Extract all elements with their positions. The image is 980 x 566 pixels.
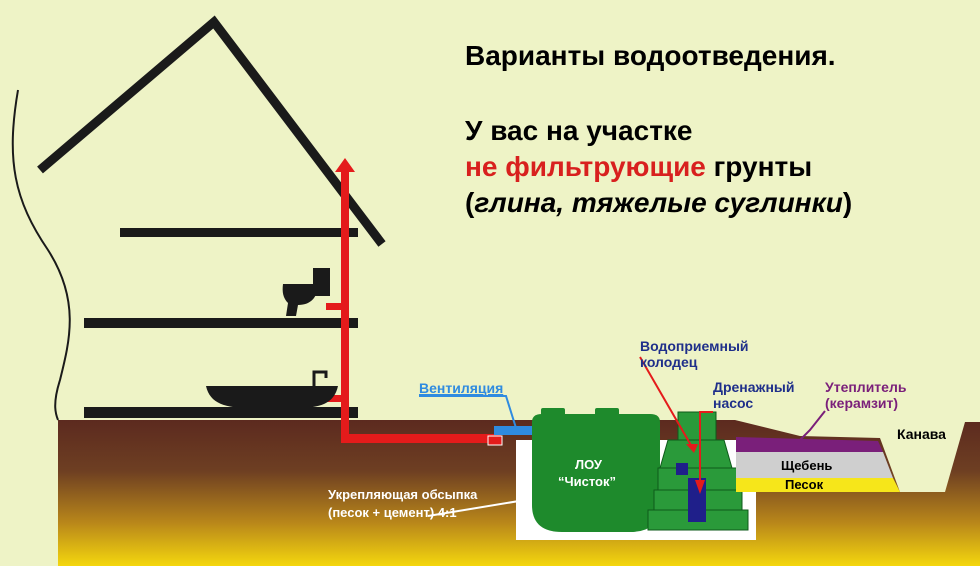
lou-tank: [532, 408, 660, 532]
faucet-icon: [312, 370, 328, 386]
floor-slab-top: [120, 228, 358, 237]
ground-edge-curve: [11, 89, 71, 421]
header-line-3: (глина, тяжелые суглинки): [465, 185, 852, 221]
label-well-line-1: Водоприемный: [640, 338, 749, 354]
header-paren-open: (: [465, 187, 475, 218]
label-gravel: Щебень: [781, 458, 833, 473]
well-arrow-icon: [686, 444, 698, 453]
header-line-2-rest: грунты: [705, 151, 813, 182]
label-insulation-line-2: (керамзит): [825, 395, 899, 411]
label-ventilation: Вентиляция: [419, 380, 504, 396]
label-insulation-line-1: Утеплитель: [825, 379, 907, 395]
label-pump-line-1: Дренажный: [713, 379, 795, 395]
label-lou-line-1: ЛОУ: [575, 457, 602, 472]
pump-arrow-icon: [695, 480, 705, 494]
label-ditch: Канава: [897, 426, 946, 442]
header-red-text: не фильтрующие: [465, 151, 706, 182]
diagram-title: Варианты водоотведения.: [465, 40, 836, 71]
house-roof: [37, 15, 386, 247]
sewer-pipes: [326, 172, 503, 446]
insulation-layer: [736, 437, 883, 452]
label-backfill-line-1: Укрепляющая обсыпка: [328, 487, 478, 502]
vent-arrow-icon: [335, 158, 355, 172]
label-sand: Песок: [785, 477, 824, 492]
bathtub-icon: [206, 386, 338, 408]
header-paren-close: ): [842, 187, 853, 218]
toilet-icon: [282, 268, 330, 316]
header-soil-types: глина, тяжелые суглинки: [474, 187, 843, 218]
label-pump-line-2: насос: [713, 395, 754, 411]
header-line-2: не фильтрующие грунты: [465, 149, 812, 185]
header-line-1: У вас на участке: [465, 115, 693, 146]
label-well-line-2: колодец: [640, 354, 698, 370]
label-backfill-line-2: (песок + цемент) 4:1: [328, 505, 457, 520]
vent-cap: [494, 426, 534, 435]
floor-slab-middle: [84, 318, 358, 328]
sand-layer: [736, 478, 900, 492]
leader-lines: [419, 356, 826, 517]
label-lou-line-2: “Чисток”: [558, 474, 616, 489]
gravel-layer: [736, 452, 893, 478]
pump-inlet: [676, 463, 688, 475]
floor-slab-ground: [84, 407, 358, 418]
